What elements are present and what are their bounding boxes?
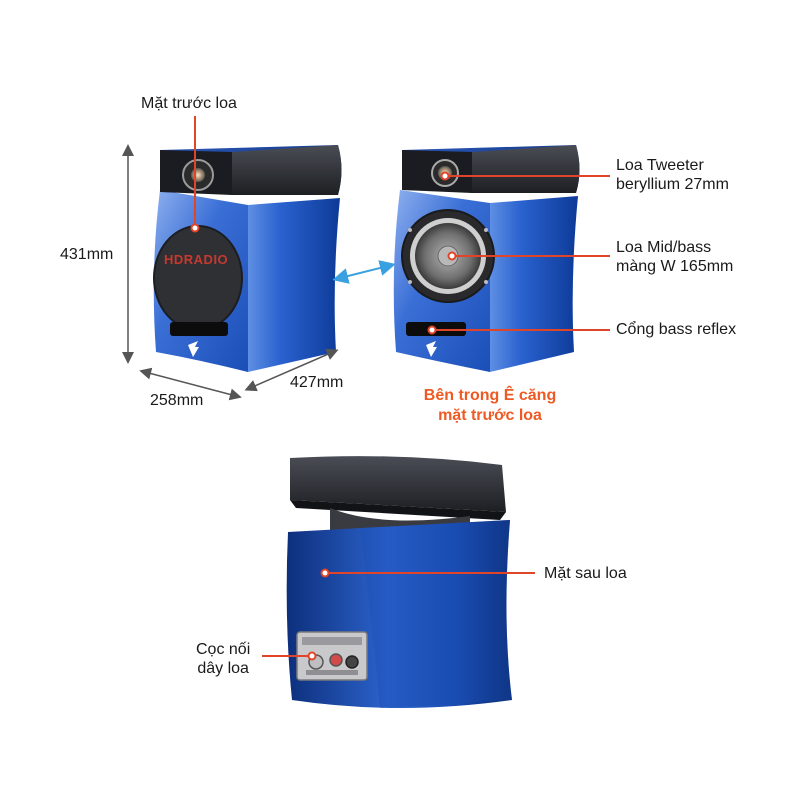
label-tweeter: Loa Tweeter beryllium 27mm: [616, 156, 729, 194]
label-tweeter-line2: beryllium 27mm: [616, 176, 729, 193]
dimension-width: 258mm: [150, 392, 204, 409]
label-terminals: Cọc nối dây loa: [196, 640, 250, 678]
rear-face-marker: [320, 568, 330, 578]
midbass-marker: [447, 251, 457, 261]
dimension-height: 431mm: [60, 246, 114, 263]
rear-speaker: [286, 456, 512, 708]
label-bass-port: Cổng bass reflex: [616, 321, 737, 338]
depth-dimension-line: [244, 348, 339, 392]
front-face-marker: [190, 223, 200, 233]
watermark-logo: HDRADIO: [164, 252, 229, 267]
label-terminals-line1: Cọc nối: [196, 641, 251, 658]
focal-logo-icon-2: [426, 341, 437, 357]
label-rear-face: Mặt sau loa: [544, 565, 627, 582]
dimension-depth: 427mm: [290, 374, 344, 391]
double-arrow-icon: [332, 260, 396, 284]
label-tweeter-line1: Loa Tweeter: [616, 157, 704, 174]
label-terminals-line2: dây loa: [197, 660, 249, 677]
label-midbass: Loa Mid/bass màng W 165mm: [616, 238, 733, 276]
label-midbass-line2: màng W 165mm: [616, 258, 734, 275]
label-inside-line2: mặt trước loa: [438, 407, 542, 424]
tweeter-marker: [440, 171, 450, 181]
bass-port-marker: [427, 325, 437, 335]
label-inside-front: Bên trong Ê căng mặt trước loa: [405, 386, 575, 426]
label-inside-line1: Bên trong Ê căng: [423, 387, 557, 404]
terminals-marker: [307, 651, 317, 661]
label-midbass-line1: Loa Mid/bass: [616, 239, 712, 256]
width-dimension-line: [139, 367, 242, 401]
front-speaker-without-grille: [393, 145, 580, 372]
label-front-face: Mặt trước loa: [141, 95, 237, 112]
focal-logo-icon: [188, 341, 199, 357]
